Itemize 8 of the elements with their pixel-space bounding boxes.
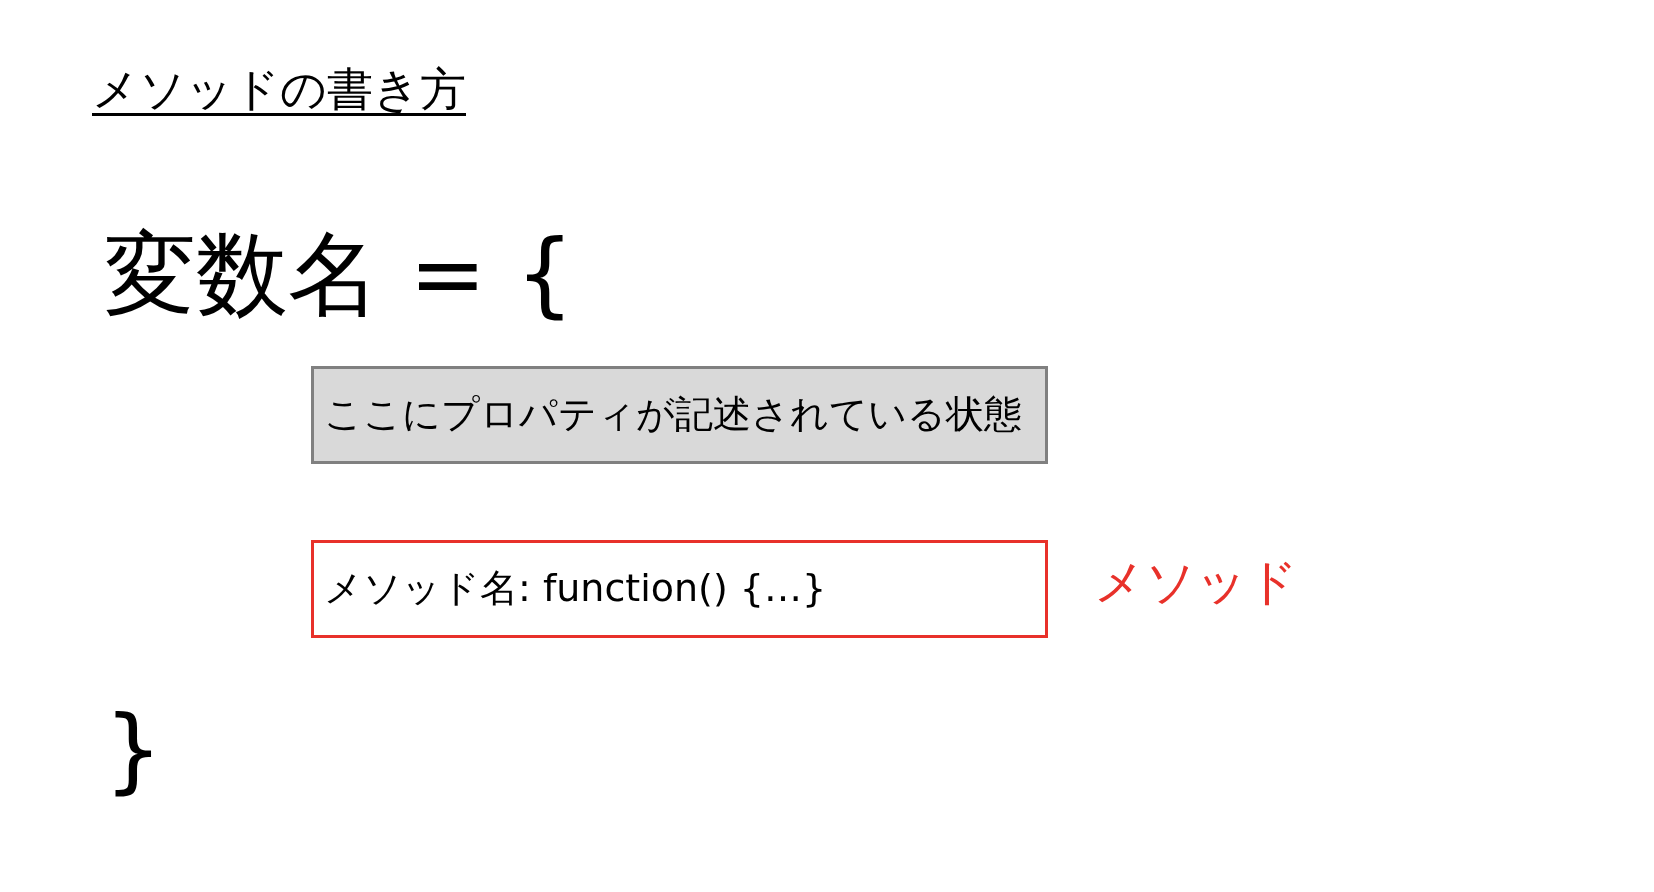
code-text: 変数名 = { <box>104 224 575 326</box>
heading: メソッドの書き方 <box>92 62 466 118</box>
method-box <box>311 540 1048 638</box>
box-text: メソッド名: function() {…} <box>323 566 827 612</box>
box-text: ここにプロパティが記述されている状態 <box>323 392 1022 438</box>
property-box <box>311 366 1048 464</box>
code-text: } <box>104 700 163 802</box>
annotation-text: メソッド <box>1094 552 1298 612</box>
